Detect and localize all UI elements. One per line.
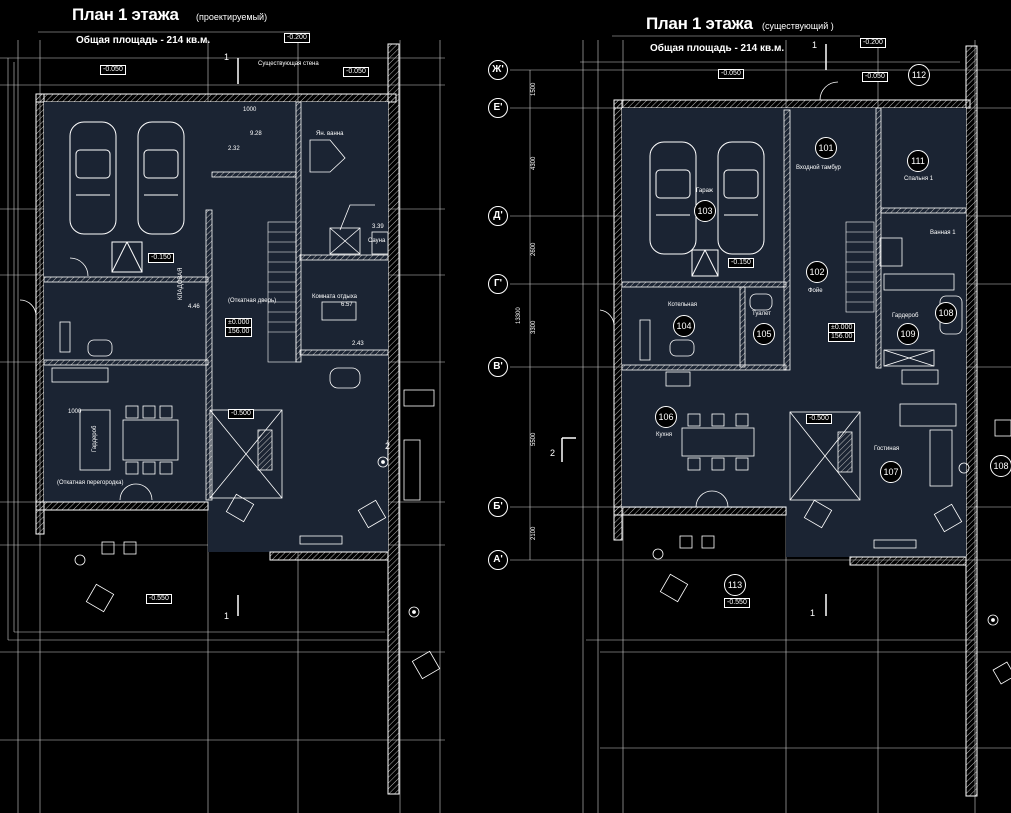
left-dim: 3.39 [372, 224, 384, 230]
left-level-mark: -0.150 [148, 253, 174, 263]
room-number-106: 106 [655, 406, 677, 428]
room-name-bath-1: Ванная 1 [930, 230, 956, 236]
left-dim: 4.46 [188, 304, 200, 310]
left-dim: 2.43 [352, 341, 364, 347]
room-number-108: 108 [935, 302, 957, 324]
right-plan-title: План 1 этажа [646, 14, 753, 33]
right-level-mark: -0.550 [724, 598, 750, 608]
room-name-104: Котельная [668, 302, 698, 308]
right-walls [613, 45, 978, 797]
left-note-sauna: Сауна [368, 238, 386, 244]
room-number-111: 111 [907, 150, 929, 172]
axis-dim: 1500 [531, 82, 537, 96]
room-name-105: Туалет [752, 311, 771, 317]
left-level-mark: -0.050 [343, 67, 369, 77]
left-note-storage: КЛАДОВАЯ [178, 267, 184, 300]
right-plan-subtitle: (существующий ) [762, 21, 834, 31]
axis-dim: 2100 [531, 526, 537, 540]
left-section-label: 1 [224, 611, 230, 621]
right-section-label: 1 [812, 40, 818, 50]
left-level-mark: -0.550 [146, 594, 172, 604]
room-number-105: 105 [753, 323, 775, 345]
room-name-103: Гараж [696, 188, 713, 194]
right-section-label: 2 [550, 448, 556, 458]
right-level-mark: -0.200 [860, 38, 886, 48]
room-name-106: Кухня [656, 432, 673, 438]
room-name-109: Гардероб [892, 313, 919, 319]
right-level-mark: -0.050 [718, 69, 744, 79]
left-level-mark: -0.050 [100, 65, 126, 75]
right-furniture [599, 81, 1011, 685]
left-cars [69, 121, 185, 273]
right-cars [649, 141, 765, 277]
room-number-109: 109 [897, 323, 919, 345]
axis-dim: 3300 [531, 320, 537, 334]
left-level-mark: -0.200 [284, 33, 310, 43]
left-note-partition: (Откатная перегородка) [57, 480, 124, 486]
right-plan-area: Общая площадь - 214 кв.м. [650, 43, 785, 54]
left-void [19, 139, 441, 680]
left-section-label-2: 2 [385, 441, 391, 451]
axis-marker: В' [488, 357, 508, 377]
room-name-111: Спальня 1 [904, 176, 934, 182]
left-section-label: 1 [224, 52, 230, 62]
left-note-sliding-door: (Откатная дверь) [228, 298, 277, 304]
left-walls [35, 43, 400, 795]
axis-marker: Г' [488, 274, 508, 294]
left-stairs [267, 221, 297, 363]
left-section-marks [237, 58, 389, 616]
left-dim: 1000 [243, 107, 257, 113]
axis-marker: А' [488, 550, 508, 570]
left-dim: 1000 [68, 409, 82, 415]
right-level-mark: -0.050 [862, 72, 888, 82]
left-plan-area: Общая площадь - 214 кв.м. [76, 35, 211, 46]
axis-dim: 13300 [516, 307, 522, 324]
axis-marker: Б' [488, 497, 508, 517]
room-number-107: 107 [880, 461, 902, 483]
axis-dim: 4300 [531, 156, 537, 170]
left-level-mark: -0.500 [228, 409, 254, 419]
left-dim: 2.32 [228, 146, 240, 152]
left-dim: 9.28 [250, 131, 262, 137]
left-level-abs: 156.00 [225, 327, 253, 337]
axis-marker: Ж' [488, 60, 508, 80]
right-stairs [845, 221, 875, 313]
right-level-mark: -0.500 [806, 414, 832, 424]
right-level-mark: -0.150 [728, 258, 754, 268]
room-number-101: 101 [815, 137, 837, 159]
right-section-label: 1 [810, 608, 816, 618]
room-number-113: 113 [724, 574, 746, 596]
left-note-bath: Ян. ванна [316, 131, 344, 137]
axis-marker: Д' [488, 206, 508, 226]
left-dim: 6.57 [341, 302, 353, 308]
left-plan-title: План 1 этажа [72, 5, 179, 24]
left-plan-subtitle: (проектируемый) [196, 12, 268, 22]
axis-dim: 5500 [531, 432, 537, 446]
left-note-existing-wall: Существующая стена [258, 61, 319, 67]
room-name-107: Гостиная [874, 446, 900, 452]
room-number-103: 103 [694, 200, 716, 222]
room-number-108-b: 108 [990, 455, 1011, 477]
room-name-102: Фойе [808, 288, 823, 294]
right-level-abs: 156.00 [828, 332, 856, 342]
axis-dim: 2600 [531, 242, 537, 256]
left-note-rest-room: Комната отдыха [312, 294, 357, 300]
left-note-wardrobe: Гардероб [92, 425, 98, 452]
room-name-101: Входной тамбур [796, 165, 841, 171]
room-number-112: 112 [908, 64, 930, 86]
room-number-104: 104 [673, 315, 695, 337]
axis-marker: Е' [488, 98, 508, 118]
right-section-marks [561, 44, 827, 616]
room-number-102: 102 [806, 261, 828, 283]
